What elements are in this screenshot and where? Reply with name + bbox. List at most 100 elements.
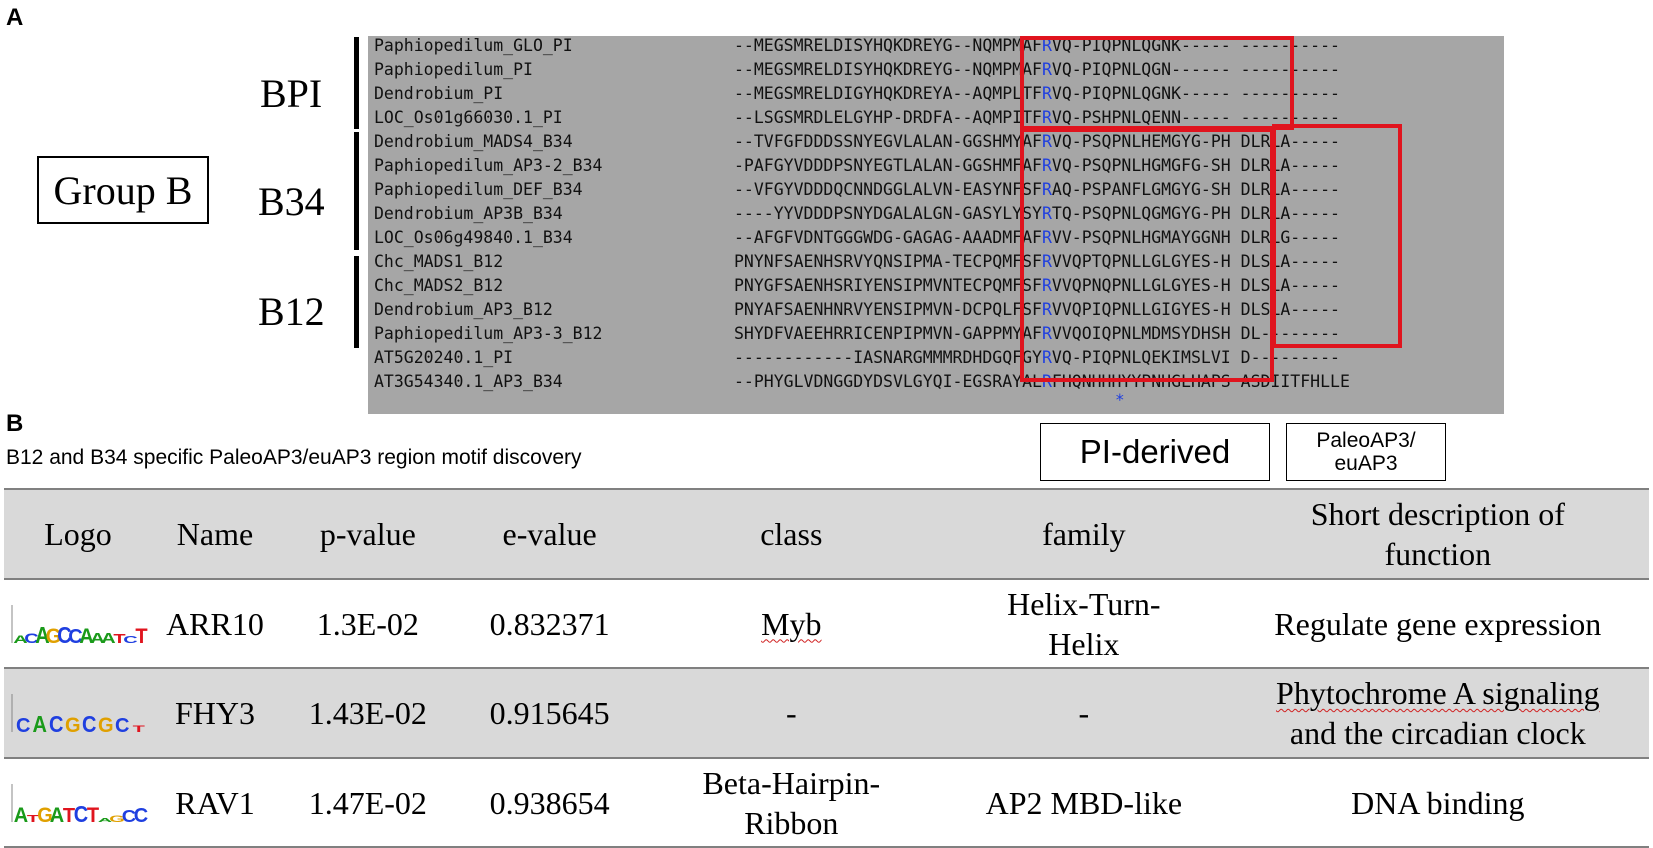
header-name: Name: [176, 516, 254, 552]
logo-letter: C: [134, 804, 148, 826]
panel-a-letter: A: [6, 4, 24, 31]
logo-letter: C: [57, 622, 71, 647]
alignment-row: Dendrobium_AP3_B12 PNYAFSAENHNRVYENSIPMVN…: [368, 298, 1504, 322]
motif-name: ARR10: [166, 605, 264, 642]
sequence-string: PNYAFSAENHNRVYENSIPMVN-DCPQLFSFRVVQPIQPN…: [734, 300, 1340, 319]
b34-label: B34: [258, 179, 325, 224]
logo-letter: C: [115, 715, 129, 737]
sequence-string: PNYNFSAENHSRVYQNSIPMA-TECPQMFSFRVVQPTQPN…: [734, 252, 1340, 271]
logo-letter: G: [109, 814, 125, 824]
sequence-name: Chc_MADS1_B12: [374, 252, 504, 271]
motif-family-line2: Helix: [1048, 625, 1120, 662]
motif-class-line1: Beta-Hairpin-: [702, 764, 881, 801]
sequence-string: ------------IASNARGMMMRDHDGQFGYRVQ-PIQPN…: [734, 348, 1340, 367]
motif-name: RAV1: [175, 784, 255, 821]
header-function-line2: function: [1384, 536, 1492, 572]
alignment-row: Dendrobium_PI--MEGSMRELDIGYHQKDREYA--AQM…: [368, 82, 1504, 106]
logo-letter: C: [68, 625, 82, 647]
header-e-value: e-value: [502, 516, 597, 552]
logo-letter: A: [79, 624, 93, 648]
logo-letter: T: [87, 803, 100, 827]
logo-letter: A: [90, 629, 105, 646]
sequence-alignment: Paphiopedilum_GLO_PI--MEGSMRELDISYHQKDRE…: [368, 36, 1504, 414]
sequence-string: --TVFGFDDDSSNYEGVLALAN-GGSHMYAFRVQ-PSQPN…: [734, 132, 1340, 151]
conserved-residue-mark: *: [1115, 390, 1125, 409]
motif-e-value: 0.915645: [489, 695, 610, 731]
pi-derived-highlight-box: [1020, 36, 1294, 130]
motif-e-value: 0.832371: [489, 605, 610, 642]
logo-letter: C: [82, 712, 96, 737]
pi-derived-highlight-box-lower: [1020, 128, 1274, 382]
header-class: class: [760, 516, 823, 552]
logo-letter: C: [122, 806, 137, 826]
logo-letter: G: [46, 624, 62, 648]
motif-function-line1: Phytochrome A signaling: [1276, 675, 1600, 711]
header-p-value: p-value: [319, 516, 416, 552]
alignment-row: AT5G20240.1_PI ------------IASNARGMMMRDHD…: [368, 346, 1504, 370]
alignment-row: Chc_MADS1_B12 PNYNFSAENHSRVYQNSIPMA-TECPQ…: [368, 250, 1504, 274]
sequence-name: Paphiopedilum_AP3-2_B34: [374, 156, 603, 175]
logo-letter: T: [133, 725, 146, 735]
alignment-row: LOC_Os06g49840.1_B34--AFGFVDNTGGGWDG-GAG…: [368, 226, 1504, 250]
logo-letter: A: [13, 633, 28, 646]
b34-bracket: [354, 132, 359, 250]
logo-letter: A: [35, 622, 49, 647]
sequence-name: Paphiopedilum_GLO_PI: [374, 36, 573, 55]
panel-b-subtitle: B12 and B34 specific PaleoAP3/euAP3 regi…: [6, 446, 582, 469]
logo-letter: G: [37, 803, 53, 827]
sequence-string: ----YYVDDDPSNYDGALALGN-GASYLYSYRTQ-PSQPN…: [734, 204, 1340, 223]
sequence-string: --VFGYVDDDQCNNDGGLALVN-EASYNFSFRAQ-PSPAN…: [734, 180, 1340, 199]
motif-e-value: 0.938654: [489, 784, 610, 821]
motif-name: FHY3: [174, 695, 255, 731]
sequence-name: Dendrobium_PI: [374, 84, 504, 103]
bpi-label: BPI: [260, 71, 323, 116]
motif-family-line1: Helix-Turn-: [1007, 585, 1161, 622]
alignment-row: Dendrobium_MADS4_B34--TVFGFDDDSSNYEGVLAL…: [368, 130, 1504, 154]
sequence-string: SHYDFVAEEHRRICENPIPMVN-GAPPMYAFRVVQOIQPN…: [734, 324, 1340, 343]
panel-b-letter: B: [6, 410, 24, 437]
motif-family: AP2 MBD-like: [985, 784, 1183, 821]
logo-letter: A: [98, 817, 113, 823]
sequence-name: AT5G20240.1_PI: [374, 348, 514, 367]
b12-bracket: [354, 256, 359, 348]
pi-derived-legend: PI-derived: [1040, 423, 1270, 481]
sequence-name: Dendrobium_AP3_B12: [374, 300, 553, 319]
sequence-name: Paphiopedilum_DEF_B34: [374, 180, 583, 199]
logo-letter: G: [98, 713, 114, 737]
paleoap3-legend: PaleoAP3/euAP3: [1286, 423, 1446, 481]
logo-letter: G: [65, 713, 81, 737]
logo-letter: T: [135, 624, 148, 648]
table-header-row: Logo Name p-value e-value class family S…: [4, 489, 1649, 579]
logo-letter: C: [49, 712, 63, 737]
logo-letter: C: [16, 715, 30, 737]
logo-letter: C: [24, 630, 38, 646]
motif-p-value: 1.3E-02: [316, 605, 419, 642]
b12-label: B12: [258, 289, 325, 334]
motif-class: Myb: [642, 579, 942, 668]
sequence-string: --PHYGLVDNGGDYDSVLGYQI-EGSRAYALRFHQNHHHY…: [734, 372, 1350, 391]
bpi-bracket: [354, 37, 359, 129]
alignment-row: AT3G54340.1_AP3_B34--PHYGLVDNGGDYDSVLGYQ…: [368, 370, 1504, 394]
logo-letter: A: [50, 803, 64, 827]
alignment-row: Paphiopedilum_AP3-2_B34-PAFGYVDDDPSNYEGT…: [368, 154, 1504, 178]
alignment-row: Paphiopedilum_AP3-3_B12 SHYDFVAEEHRRICENP…: [368, 322, 1504, 346]
motif-family: Helix-Turn-Helix: [941, 579, 1227, 668]
motif-family: -: [1078, 695, 1090, 731]
logo-letter: T: [113, 631, 126, 645]
motif-class: -: [785, 695, 797, 731]
motif-class: Beta-Hairpin-Ribbon: [642, 758, 942, 847]
header-function-line1: Short description of: [1310, 496, 1565, 532]
logo-letter: A: [33, 712, 47, 737]
sequence-name: Paphiopedilum_AP3-3_B12: [374, 324, 603, 343]
motif-class-text: Myb: [761, 605, 822, 642]
motif-class-line2: Ribbon: [744, 804, 839, 841]
sequence-string: --AFGFVDNTGGGWDG-GAGAG-AAADMFAFRVV-PSQPN…: [734, 228, 1340, 247]
motif-p-value: 1.43E-02: [308, 695, 427, 731]
logo-letter: C: [74, 801, 88, 826]
logo-letter: A: [14, 803, 28, 827]
